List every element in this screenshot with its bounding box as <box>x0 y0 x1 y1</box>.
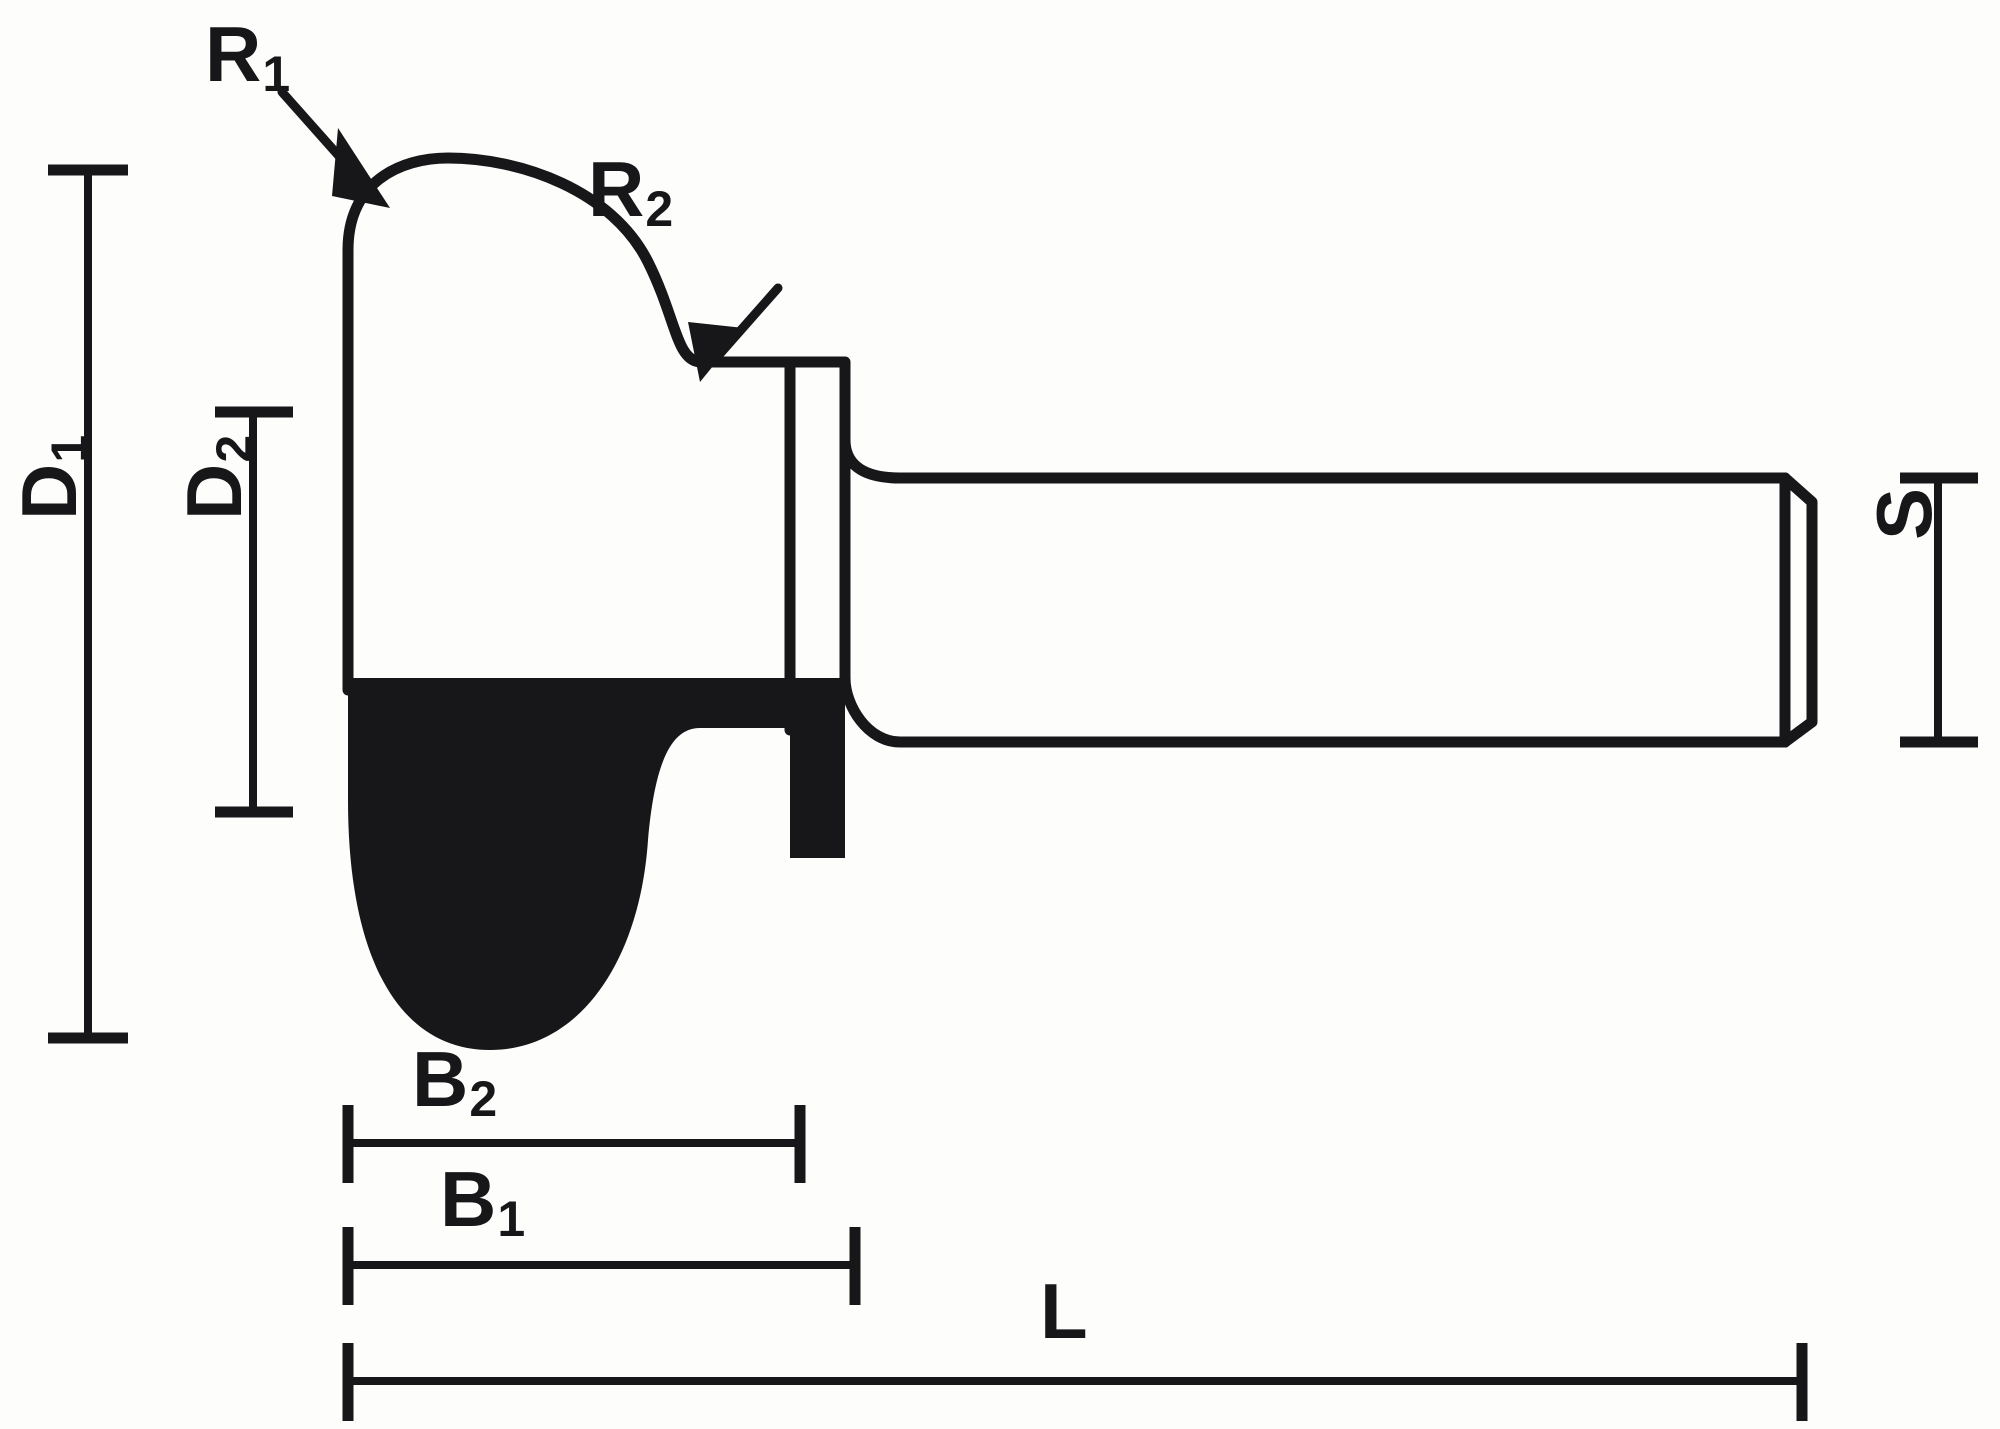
label-b1-subscript: 1 <box>497 1191 526 1247</box>
collar-outline <box>784 356 851 736</box>
tool-geometry <box>342 152 1818 1050</box>
label-r2-base: R <box>588 145 644 233</box>
label-s-base: S <box>1860 488 1948 540</box>
label-b2: B2 <box>412 1040 497 1124</box>
label-d2: D2 <box>170 435 262 520</box>
label-d1: D1 <box>5 435 97 520</box>
label-l-base: L <box>1040 1267 1088 1355</box>
shank-top-edge <box>839 434 1791 484</box>
label-b2-base: B <box>412 1035 468 1123</box>
label-b2-subscript: 2 <box>469 1071 498 1127</box>
label-r2-subscript: 2 <box>645 181 674 237</box>
label-d1-base: D <box>5 464 93 520</box>
label-d2-base: D <box>170 464 258 520</box>
label-r1-base: R <box>205 10 261 98</box>
shank-bottom-edge <box>839 672 1791 748</box>
label-r2: R2 <box>588 150 673 234</box>
dimension-lines <box>48 164 1978 1421</box>
label-b1-base: B <box>440 1155 496 1243</box>
leader-arrows <box>277 87 783 382</box>
r2-leader-arrowhead <box>688 322 744 382</box>
cutter-profile-outline <box>342 152 796 696</box>
label-d1-subscript: 1 <box>41 434 97 463</box>
label-r1: R1 <box>205 15 290 99</box>
label-b1: B1 <box>440 1160 525 1244</box>
label-s: S <box>1860 489 1948 540</box>
label-d2-subscript: 2 <box>206 434 262 463</box>
r1-leader-arrowhead <box>332 128 390 208</box>
label-l: L <box>1040 1272 1088 1350</box>
cutter-body-black-fill <box>348 678 845 1050</box>
shank-tip-chamfer <box>1779 472 1818 748</box>
label-r1-subscript: 1 <box>262 46 291 102</box>
